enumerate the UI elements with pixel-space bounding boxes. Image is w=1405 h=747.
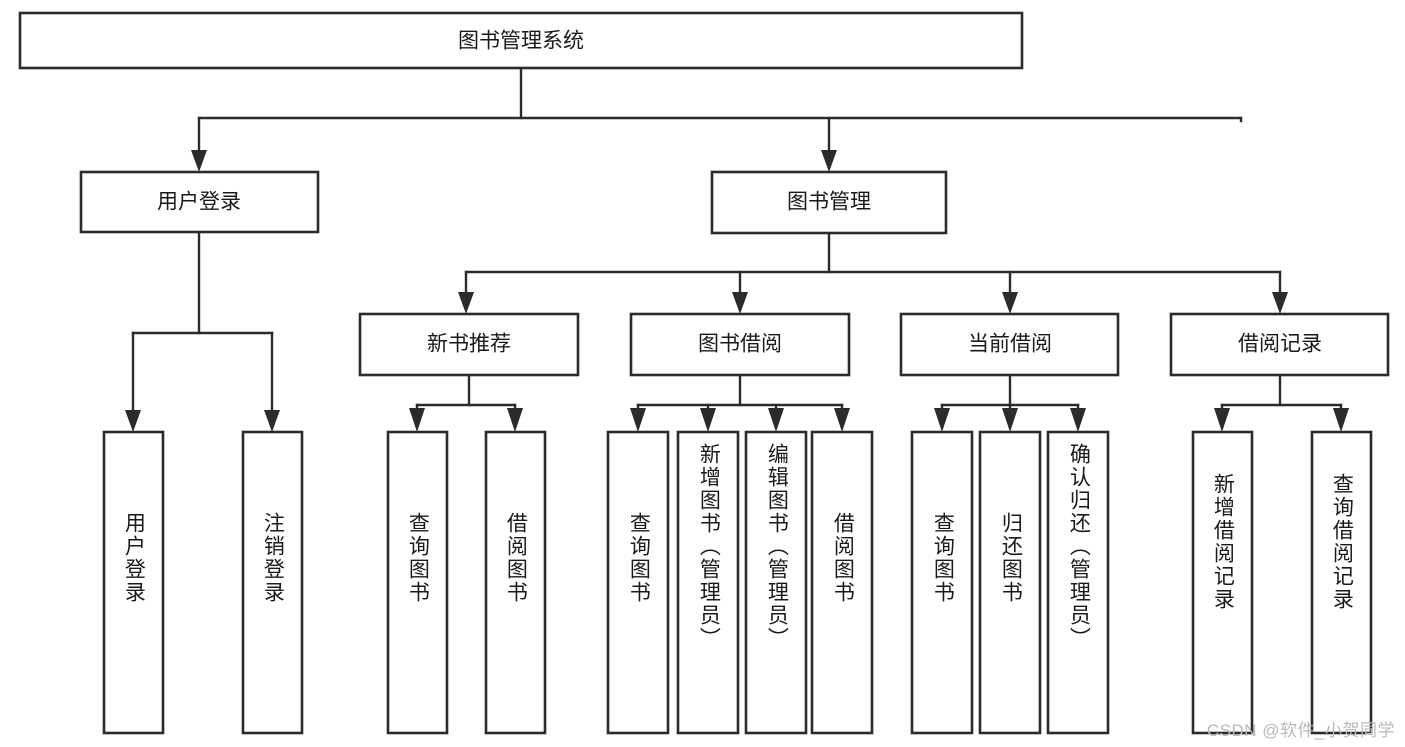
node-book-manage-label: 图书管理: [787, 191, 871, 214]
node-leaf-user-login-box[interactable]: [102, 430, 165, 735]
node-leaf-query-book-2-box[interactable]: [606, 430, 670, 735]
node-leaf-confirm-return-box[interactable]: [1046, 430, 1110, 735]
node-borrow-record-label: 借阅记录: [1238, 333, 1322, 356]
node-leaf-edit-book-box[interactable]: [744, 430, 808, 735]
node-user-login-box[interactable]: [79, 170, 320, 234]
arrow-to-leaf-add-record: [1214, 408, 1230, 432]
node-current-borrow-label: 当前借阅: [968, 333, 1052, 356]
arrow-to-leaf-borrow-book-2: [834, 408, 850, 432]
arrow-to-leaf-return-book: [1002, 408, 1018, 432]
node-leaf-borrow-book-1-box[interactable]: [484, 430, 547, 735]
node-leaf-query-book-3-box[interactable]: [910, 430, 974, 735]
node-borrow-record[interactable]: 借阅记录: [1169, 312, 1390, 377]
node-borrow-record-box[interactable]: [1169, 312, 1390, 377]
node-leaf-add-record-box[interactable]: [1191, 430, 1254, 735]
node-leaf-return-book-box[interactable]: [978, 430, 1042, 735]
node-root-box[interactable]: [18, 11, 1024, 70]
node-current-borrow-box[interactable]: [899, 312, 1120, 377]
arrow-to-leaf-query-book-1: [409, 408, 425, 432]
arrow-root-to-book-manage: [821, 150, 837, 172]
arrow-to-book-borrow: [732, 292, 748, 314]
node-new-book-recommend-box[interactable]: [358, 312, 580, 377]
arrow-to-leaf-query-book-3: [934, 408, 950, 432]
csdn-watermark: CSDN @软件_小贺同学: [1206, 721, 1395, 740]
node-user-login[interactable]: 用户登录: [79, 170, 320, 234]
arrow-to-leaf-borrow-book-1: [507, 408, 523, 432]
arrow-root-to-user-login: [191, 150, 207, 172]
node-new-book-recommend-label: 新书推荐: [427, 333, 511, 356]
node-leaf-borrow-book-2-box[interactable]: [810, 430, 874, 735]
arrow-to-leaf-edit-book: [768, 408, 784, 432]
arrow-to-leaf-query-record: [1333, 408, 1349, 432]
node-leaf-user-logout-box[interactable]: [241, 430, 304, 735]
arrow-to-borrow-record: [1272, 292, 1288, 314]
node-current-borrow[interactable]: 当前借阅: [899, 312, 1120, 377]
node-leaf-add-book-box[interactable]: [676, 430, 740, 735]
node-leaf-query-record-box[interactable]: [1310, 430, 1373, 735]
node-book-manage-box[interactable]: [710, 170, 948, 235]
node-root-label: 图书管理系统: [458, 30, 584, 53]
arrow-to-leaf-query-book-2: [630, 408, 646, 432]
node-book-borrow-label: 图书借阅: [698, 333, 782, 356]
node-book-borrow[interactable]: 图书借阅: [629, 312, 851, 377]
node-new-book-recommend[interactable]: 新书推荐: [358, 312, 580, 377]
arrow-to-leaf-user-login: [125, 410, 141, 432]
arrow-to-new-book-recommend: [458, 292, 474, 314]
arrow-to-leaf-add-book: [700, 408, 716, 432]
node-user-login-label: 用户登录: [157, 191, 241, 214]
arrow-to-leaf-confirm-return: [1070, 408, 1086, 432]
arrow-to-current-borrow: [1002, 292, 1018, 314]
connector-layer: [125, 66, 1349, 432]
node-root[interactable]: 图书管理系统: [18, 11, 1024, 70]
node-book-borrow-box[interactable]: [629, 312, 851, 377]
node-leaf-query-book-1-box[interactable]: [386, 430, 449, 735]
node-book-manage[interactable]: 图书管理: [710, 170, 948, 235]
arrow-to-leaf-user-logout: [264, 410, 280, 432]
